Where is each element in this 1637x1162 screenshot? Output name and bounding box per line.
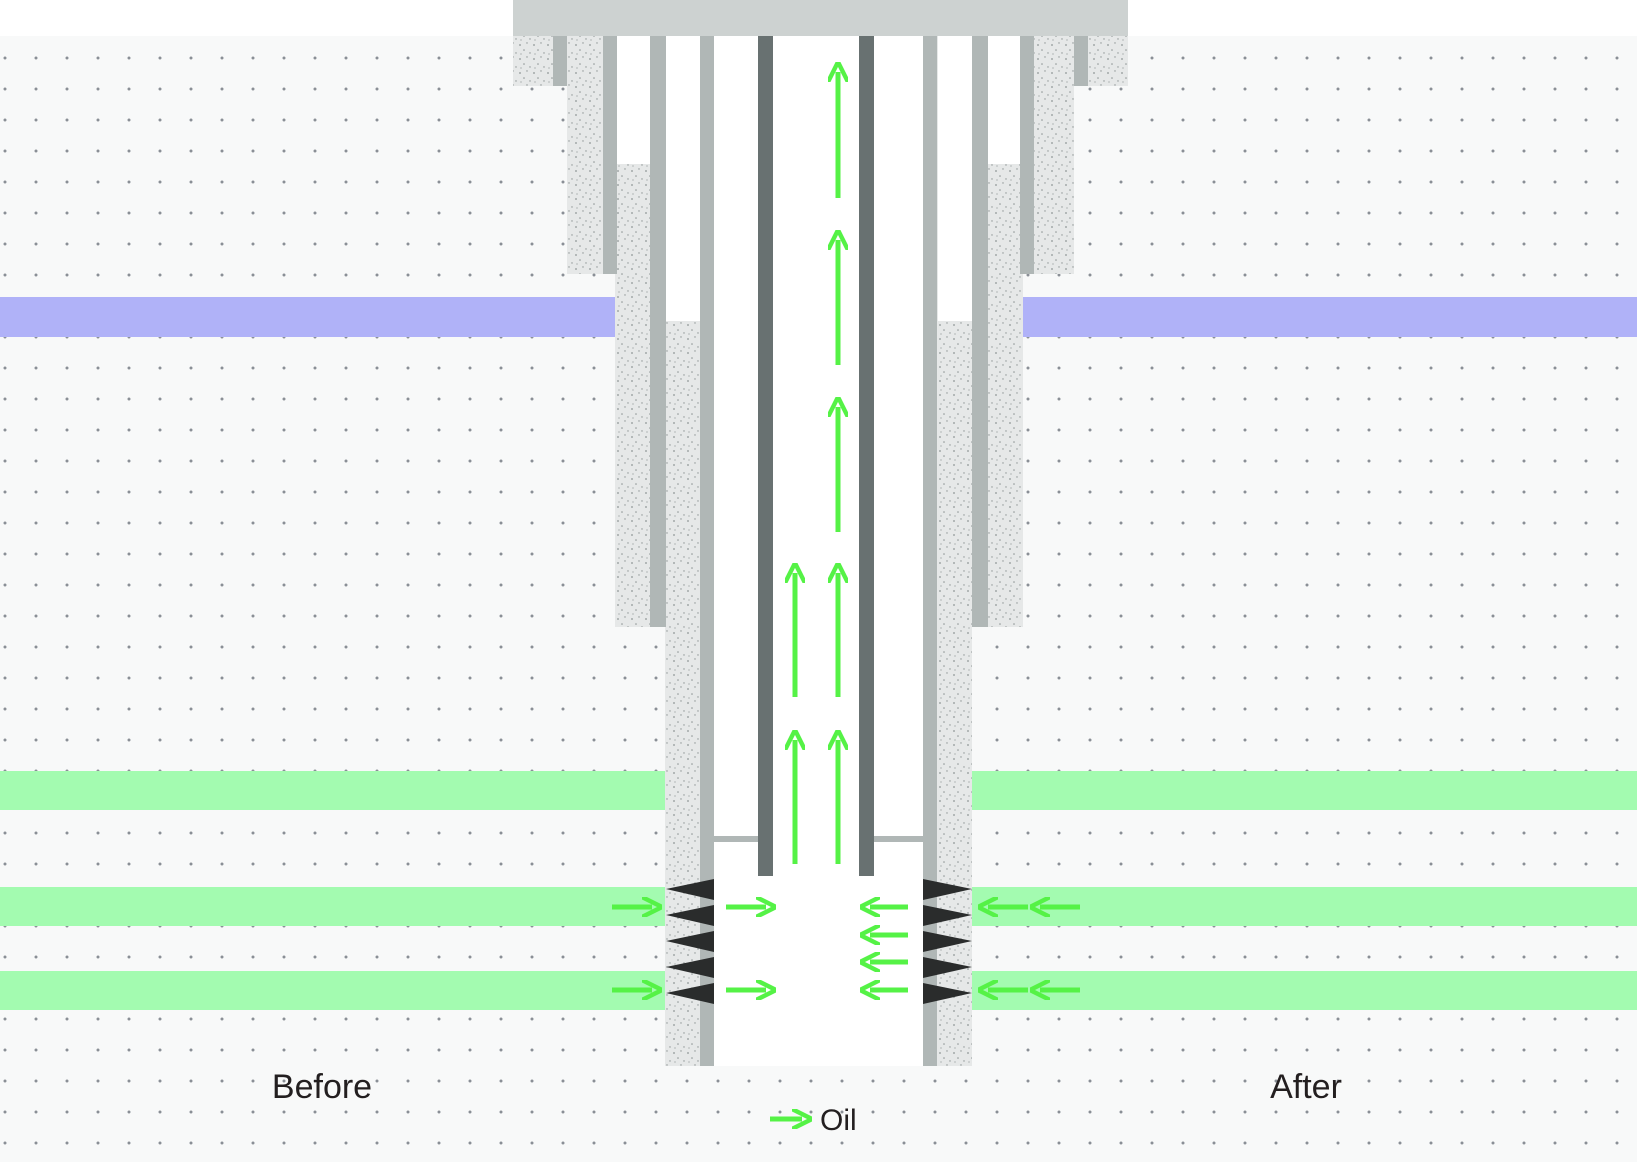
annulus-left-2	[666, 36, 700, 321]
oil-layer-3-left	[0, 971, 666, 1010]
conductor-casing-left	[553, 36, 567, 86]
oil-layer-2-right	[972, 887, 1637, 926]
oil-flow-arrows	[612, 72, 1080, 990]
packer-left-inner	[714, 842, 758, 858]
water-layer-right	[1022, 297, 1637, 337]
packer-right-inner	[873, 842, 923, 858]
production-bore	[714, 36, 923, 1066]
annulus-left-1	[617, 36, 650, 164]
surface-casing-right	[1020, 36, 1034, 274]
tubing-left	[758, 36, 773, 876]
tubing-right	[859, 36, 874, 876]
perforations-right	[923, 879, 972, 1004]
water-layer-left	[0, 297, 617, 337]
annulus-right-1	[987, 36, 1020, 164]
label-after: After	[1270, 1068, 1342, 1106]
label-before: Before	[272, 1068, 372, 1106]
oil-layer-1-right	[972, 771, 1637, 810]
oil-layer-2-left	[0, 887, 666, 926]
annulus-right-2	[938, 36, 972, 321]
surface-casing-left	[603, 36, 617, 274]
wellhead-cap	[513, 0, 1128, 36]
oil-layer-3-right	[972, 971, 1637, 1010]
perforations-left	[666, 879, 714, 1004]
production-casing-left	[700, 36, 714, 1066]
conductor-casing-right	[1074, 36, 1088, 86]
legend: Oil	[770, 1104, 857, 1137]
intermediate-casing-right	[972, 36, 988, 627]
oil-layer-1-left	[0, 771, 666, 810]
legend-label-oil: Oil	[820, 1104, 857, 1137]
intermediate-casing-left	[650, 36, 666, 627]
production-casing-right	[923, 36, 937, 1066]
